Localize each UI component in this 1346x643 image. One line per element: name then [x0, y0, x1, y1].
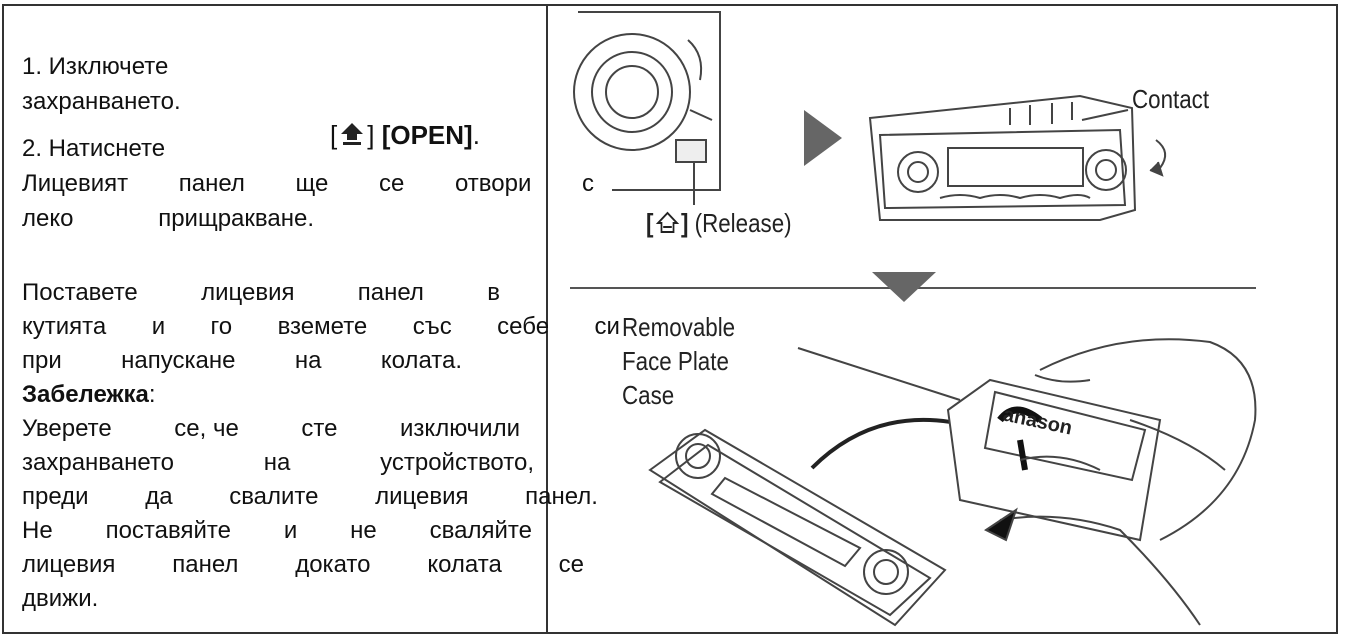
note-line3: преди да свалите лицевия панел.	[22, 480, 598, 514]
open-key: [ ] [OPEN].	[330, 120, 480, 150]
word: напускане	[121, 347, 236, 374]
word: вземете	[277, 313, 368, 340]
word: отвори	[454, 170, 532, 197]
open-key-label: [OPEN]	[381, 120, 473, 150]
release-text: (Release)	[694, 208, 792, 238]
eject-icon	[341, 123, 364, 145]
case-label-2: Face Plate	[622, 346, 729, 376]
word: панел	[357, 279, 424, 306]
word: захранването	[22, 449, 175, 476]
word: и	[283, 517, 298, 544]
word: леко	[22, 205, 74, 232]
word: на	[263, 449, 291, 476]
release-label: [ ] (Release)	[646, 208, 792, 238]
word: прищракване.	[158, 205, 314, 232]
step2-text: 2. Натиснете	[22, 135, 166, 162]
word: ще	[295, 170, 329, 197]
paragraph-line3: при напускане на колата.	[22, 344, 462, 378]
word: свалите	[229, 483, 319, 510]
car-stereo	[868, 94, 1167, 221]
word: кутията	[22, 313, 107, 340]
step2-continued-2: леко прищракване.	[22, 202, 314, 236]
word: Уверете	[22, 415, 112, 442]
word: сваляйте	[429, 517, 532, 544]
case-label-1: Removable	[622, 312, 736, 342]
word: докато	[295, 551, 371, 578]
word: колата.	[380, 347, 462, 374]
step1-line2: захранването.	[22, 88, 181, 115]
word: изключили	[400, 415, 520, 442]
step1-line1: 1. Изключете	[22, 53, 169, 80]
word: с	[582, 170, 594, 197]
arrow-right-icon	[804, 110, 842, 166]
paragraph-line1: Поставете лицевия панел в	[22, 276, 500, 310]
open-key-dot: .	[472, 120, 480, 150]
word: себе	[497, 313, 550, 340]
word: поставяйте	[105, 517, 231, 544]
word: панел.	[525, 483, 598, 510]
word: колата	[427, 551, 502, 578]
case-label-3: Case	[622, 380, 675, 410]
note-line5: лицевия панел докато колата се	[22, 548, 584, 582]
word: се	[378, 170, 405, 197]
word: да	[145, 483, 173, 510]
word: в	[487, 279, 500, 306]
note-line2: захранването на устройството,	[22, 446, 534, 480]
unit-closeup	[573, 11, 721, 205]
word: със	[412, 313, 452, 340]
step2-continued-1: Лицевият панел ще се отвори с	[22, 167, 594, 201]
page-frame	[2, 4, 1338, 634]
note-line6: движи.	[22, 585, 99, 612]
word: лицевия	[22, 551, 116, 578]
word: си	[594, 313, 620, 340]
word: преди	[22, 483, 89, 510]
release-button	[675, 139, 707, 163]
column-divider	[546, 4, 548, 634]
note-label: Забележка	[22, 381, 149, 408]
word: и	[151, 313, 166, 340]
contact-label: Contact	[1132, 84, 1210, 114]
note-line1: Уверете се, че сте изключили	[22, 412, 520, 446]
release-icon	[655, 211, 679, 233]
word: панел	[178, 170, 245, 197]
removed-faceplate	[648, 428, 947, 627]
paragraph-line2: кутията и го вземете със себе си	[22, 310, 620, 344]
case-with-hands	[946, 338, 1257, 626]
word: се	[558, 551, 584, 578]
word: Поставете	[22, 279, 138, 306]
arrow-down-icon	[872, 272, 936, 302]
word: го	[210, 313, 233, 340]
note-colon: :	[148, 381, 156, 408]
word: панел	[172, 551, 239, 578]
word: сте	[301, 415, 338, 442]
word: при	[22, 347, 62, 374]
word: лицевия	[375, 483, 469, 510]
word: Не	[22, 517, 53, 544]
word: устройството,	[380, 449, 534, 476]
word: Лицевият	[22, 170, 129, 197]
word: на	[294, 347, 322, 374]
note-heading: Забележка:	[22, 378, 156, 412]
note-line4: Не поставяйте и не сваляйте	[22, 514, 532, 548]
word: не	[350, 517, 377, 544]
word: се, че	[174, 415, 239, 442]
word: лицевия	[201, 279, 295, 306]
